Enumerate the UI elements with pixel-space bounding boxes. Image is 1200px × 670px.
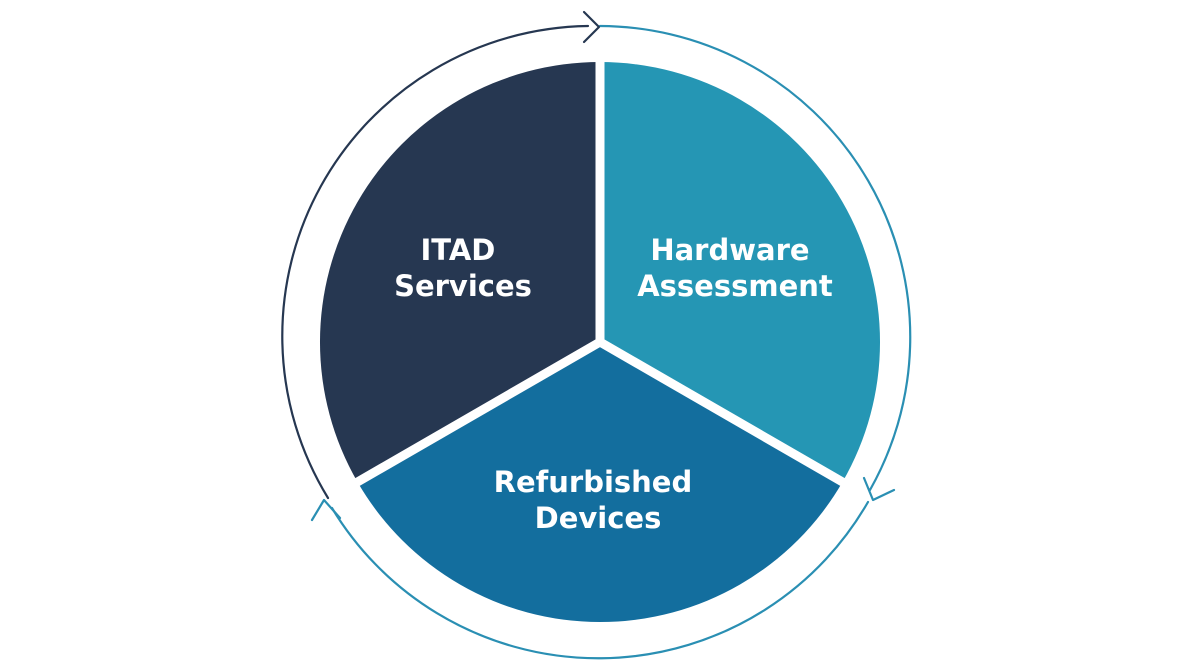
cycle-ring-left [281,24,590,500]
segment-itad-services [319,62,600,482]
pie [319,58,881,623]
segment-divider [351,338,603,488]
segment-divider [597,338,849,488]
arrow-up-icon [310,498,342,522]
arrow-right-icon [582,10,601,44]
segment-labels: ITAD Services Hardware Assessment Refurb… [394,233,833,535]
arrow-down-icon [862,476,896,502]
outer-cycle-ring [281,10,912,660]
label-hardware-assessment: Hardware Assessment [637,233,833,303]
cycle-ring-right [598,24,912,492]
label-refurbished-devices: Refurbished Devices [494,465,703,535]
segment-hardware-assessment [600,62,881,482]
cycle-ring-bottom [330,500,870,660]
label-itad-services: ITAD Services [394,233,532,303]
